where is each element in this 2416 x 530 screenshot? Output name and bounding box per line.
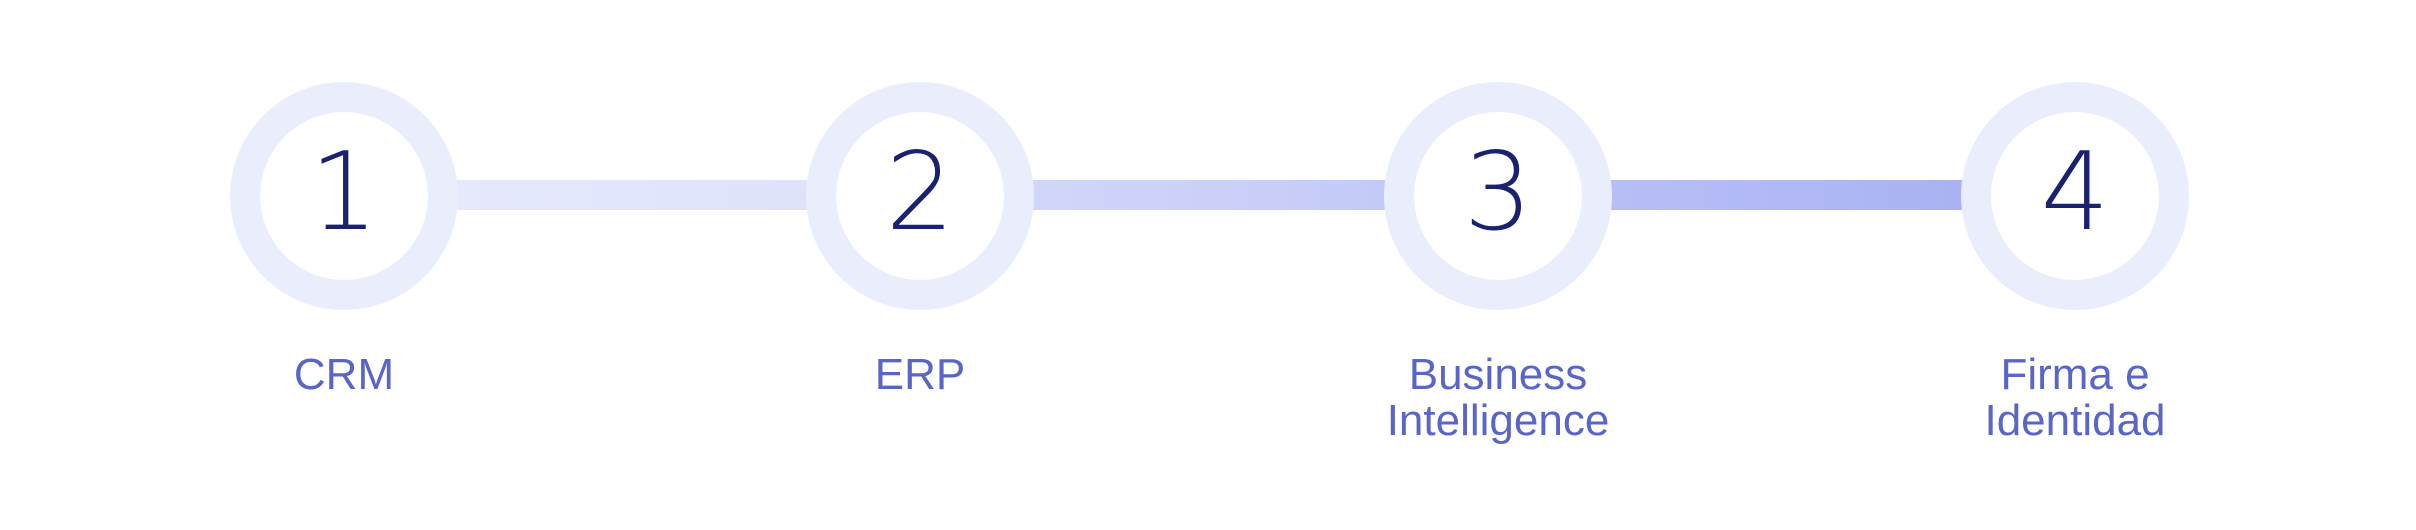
step-number-3: 3 bbox=[1463, 130, 1533, 255]
step-number-1: 1 bbox=[309, 130, 379, 255]
step-circle-1: 1 bbox=[230, 82, 458, 310]
step-label-erp: ERP bbox=[874, 350, 966, 399]
step-circle-3: 3 bbox=[1384, 82, 1612, 310]
step-circle-2: 2 bbox=[806, 82, 1034, 310]
step-label-firma-identidad: Firma e Identidad bbox=[1984, 350, 2166, 445]
step-number-2: 2 bbox=[885, 130, 955, 255]
connector-line-3-4 bbox=[1580, 180, 1991, 210]
step-label-crm: CRM bbox=[293, 350, 395, 399]
connector-line-2-3 bbox=[1002, 180, 1418, 210]
connector-line-1-2 bbox=[452, 180, 841, 210]
step-label-business-intelligence: Business Intelligence bbox=[1386, 350, 1610, 445]
step-number-4: 4 bbox=[2040, 130, 2110, 255]
step-circle-4: 4 bbox=[1961, 82, 2189, 310]
